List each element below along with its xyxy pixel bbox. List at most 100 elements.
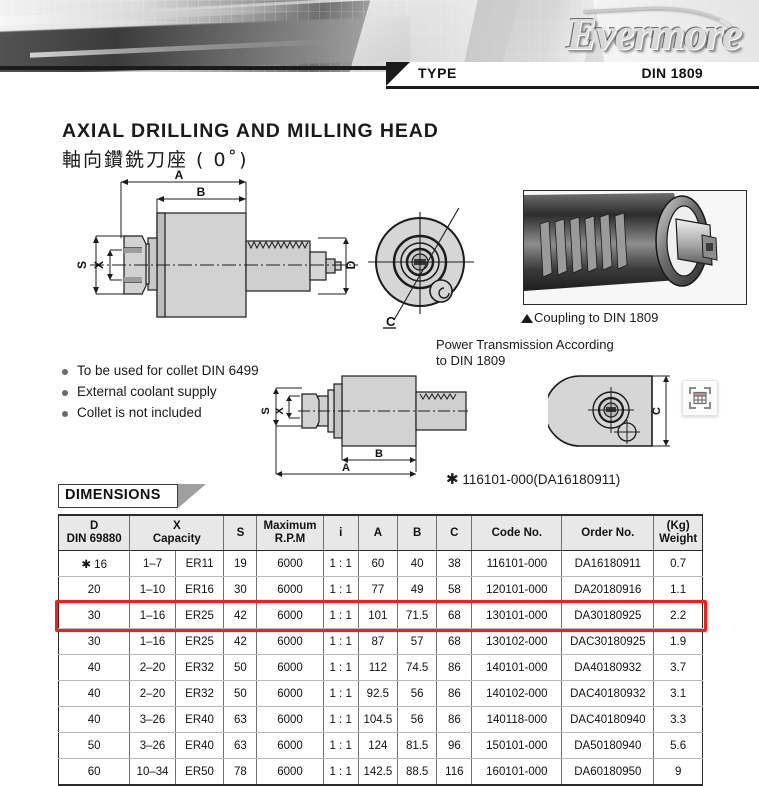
cell-code-no: 140118-000 [471, 706, 563, 733]
cell-x-er: ER40 [174, 732, 225, 759]
cell-b: 74.5 [396, 654, 438, 681]
cell-weight: 0.7 [653, 550, 703, 577]
main-assembly-drawing: A B S X D [75, 168, 358, 318]
cell-x-er: ER11 [174, 550, 225, 577]
cell-c: 58 [436, 576, 473, 603]
cell-x-range: 10–34 [129, 758, 176, 786]
cell-rpm: 6000 [256, 680, 324, 707]
col-c: C [436, 514, 473, 551]
cell-order-no: DA50180940 [561, 732, 655, 759]
col-b: B [396, 514, 438, 551]
cell-rpm: 6000 [256, 706, 324, 733]
cell-s: 50 [223, 654, 258, 681]
dimensions-table: D DIN 69880 X Capacity S Maximum R.P.M i… [57, 514, 703, 786]
cell-code-no: 150101-000 [471, 732, 563, 759]
type-strip: TYPE DIN 1809 [386, 62, 759, 89]
cell-x-range: 1–7 [129, 550, 176, 577]
cell-order-no: DAC40180932 [561, 680, 655, 707]
bullet-dot-icon [62, 411, 68, 417]
type-label: TYPE [418, 65, 457, 81]
cell-x-range: 3–26 [129, 732, 176, 759]
col-rpm: Maximum R.P.M [256, 514, 324, 551]
cell-weight: 1.1 [653, 576, 703, 603]
cell-b: 56 [396, 706, 438, 733]
cell-x-range: 1–16 [129, 628, 176, 655]
cell-a: 101 [357, 602, 399, 629]
cell-s: 63 [223, 732, 258, 759]
cell-b: 40 [396, 550, 438, 577]
cell-code-no: 116101-000 [471, 550, 563, 577]
svg-text:A: A [342, 462, 350, 474]
svg-text:C: C [386, 314, 396, 329]
dimensions-banner: DIMENSIONS [58, 484, 206, 508]
cell-i: 1 : 1 [322, 706, 359, 733]
end-view-drawing: C [548, 375, 670, 447]
cell-order-no: DA16180911 [561, 550, 655, 577]
bullet-text: To be used for collet DIN 6499 [77, 363, 259, 378]
col-i: i [322, 514, 359, 551]
cell-rpm: 6000 [256, 654, 324, 681]
bullet-item: To be used for collet DIN 6499 [62, 363, 259, 378]
cell-s: 50 [223, 680, 258, 707]
cell-d: 60 [57, 758, 131, 786]
col-a: A [357, 514, 399, 551]
cell-weight: 2.2 [653, 602, 703, 629]
col-s: S [223, 514, 258, 551]
cell-x-er: ER25 [174, 628, 225, 655]
power-note-line1: Power Transmission According [436, 337, 614, 352]
cell-a: 104.5 [357, 706, 399, 733]
alternate-assembly-drawing: S X B A [260, 375, 468, 477]
cell-weight: 3.3 [653, 706, 703, 733]
cell-d: 40 [57, 680, 131, 707]
cell-d: 40 [57, 654, 131, 681]
bullet-dot-icon [62, 369, 68, 375]
cell-rpm: 6000 [256, 732, 324, 759]
cell-rpm: 6000 [256, 602, 324, 629]
cell-d: 40 [57, 706, 131, 733]
bullet-item: External coolant supply [62, 384, 259, 399]
cell-weight: 9 [653, 758, 703, 786]
cell-rpm: 6000 [256, 758, 324, 786]
cell-code-no: 120101-000 [471, 576, 563, 603]
dimensions-banner-box [58, 484, 178, 508]
svg-text:S: S [260, 407, 272, 414]
bullet-text: External coolant supply [77, 384, 217, 399]
header-banner [0, 0, 759, 72]
cell-d: 30 [57, 628, 131, 655]
cell-d: ✱ 16 [57, 550, 131, 577]
cell-weight: 3.1 [653, 680, 703, 707]
col-x-capacity: X Capacity [129, 514, 225, 551]
cell-b: 49 [396, 576, 438, 603]
cell-x-range: 3–26 [129, 706, 176, 733]
cell-x-er: ER40 [174, 706, 225, 733]
asterisk-icon: ✱ [446, 471, 459, 488]
cell-x-range: 2–20 [129, 654, 176, 681]
cell-code-no: 140101-000 [471, 654, 563, 681]
cell-b: 81.5 [396, 732, 438, 759]
cell-b: 57 [396, 628, 438, 655]
svg-text:B: B [375, 448, 383, 460]
dimensions-table-wrap: D DIN 69880 X Capacity S Maximum R.P.M i… [57, 514, 703, 786]
table-extract-icon[interactable] [682, 380, 718, 416]
power-note-line2: to DIN 1809 [436, 353, 506, 368]
cell-order-no: DA60180950 [561, 758, 655, 786]
cell-c: 38 [436, 550, 473, 577]
cell-i: 1 : 1 [322, 602, 359, 629]
type-strip-notch-icon [386, 62, 410, 86]
cell-i: 1 : 1 [322, 680, 359, 707]
cell-i: 1 : 1 [322, 576, 359, 603]
model-footnote-text: 116101-000(DA16180911) [462, 472, 621, 487]
cell-a: 87 [357, 628, 399, 655]
cell-c: 96 [436, 732, 473, 759]
cell-c: 86 [436, 706, 473, 733]
